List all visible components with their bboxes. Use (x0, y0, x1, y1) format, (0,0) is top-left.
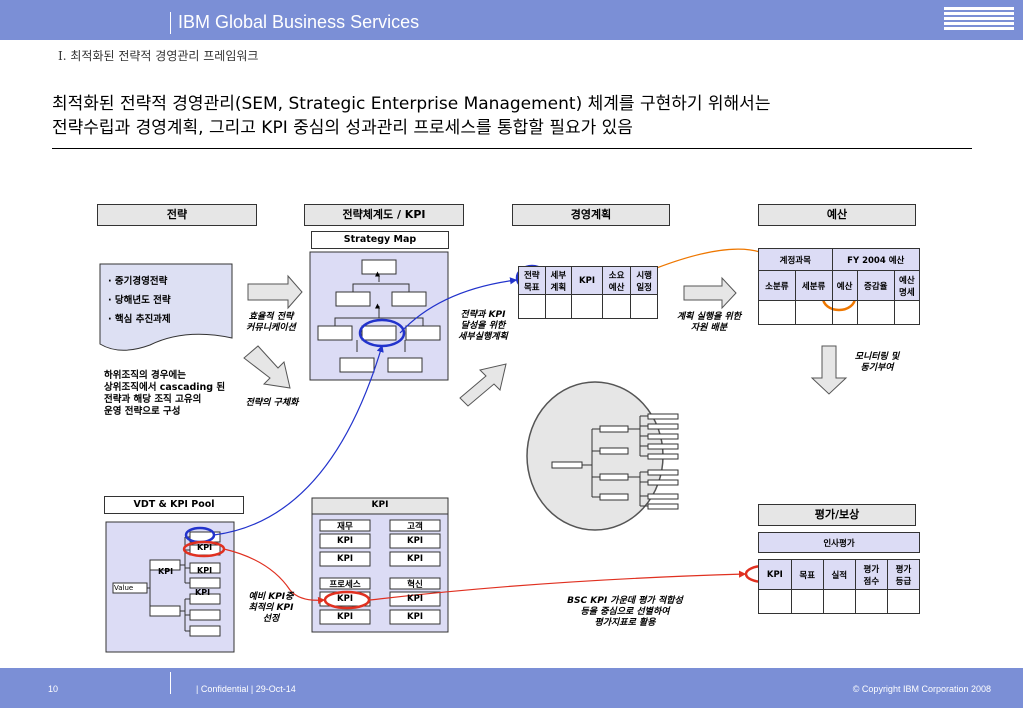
cascade-note: 하위조직의 경우에는 상위조직에서 cascading 된 전략과 해당 조직 … (104, 370, 225, 418)
eval-col: KPI (758, 559, 792, 590)
cascade-note-line: 하위조직의 경우에는 (104, 370, 186, 381)
plan-link-label: 전략과 KPI 달성을 위한 세부실행계획 (450, 310, 516, 343)
budget-table: 계정과목 FY 2004 예산 소분류 세분류 예산 증감율 예산 명세 (758, 248, 921, 325)
label-line: 세부실행계획 (458, 332, 508, 342)
headline-line-1: 최적화된 전략적 경영관리(SEM, Strategic Enterprise … (52, 94, 771, 114)
kpi-section-finance: 재무 (337, 522, 353, 532)
eval-title: 인사평가 (758, 532, 920, 553)
comm-label: 효율적 전략 커뮤니케이션 (236, 312, 306, 334)
label-line: 등을 중심으로 선별하여 (580, 607, 670, 617)
resource-label: 계획 실행을 위한 자원 배분 (664, 312, 754, 334)
footer-bar: 10 | Confidential | 29-Oct-14 © Copyrigh… (0, 668, 1023, 708)
plan-col: 시행 일정 (630, 266, 658, 295)
label-line: 전략과 KPI (460, 310, 506, 320)
eval-table: 인사평가 KPI 목표 실적 평가 점수 평가 등급 (758, 532, 921, 614)
eval-col: 실적 (822, 559, 856, 590)
header-title: IBM Global Business Services (178, 12, 420, 32)
strategy-header: 전략 (97, 204, 257, 226)
copyright: © Copyright IBM Corporation 2008 (852, 684, 991, 694)
kpi-cell: KPI (407, 536, 423, 546)
page-number: 10 (48, 684, 59, 694)
top-bar: IBM Global Business Services (0, 0, 1023, 40)
cascade-note-line: 운영 전략으로 구성 (104, 406, 181, 417)
kpi-section-innovation: 혁신 (407, 580, 423, 590)
label-line: 효율적 전략 (248, 312, 294, 322)
plan-col: 전략 목표 (518, 266, 546, 295)
label-line: 평가지표로 활용 (594, 618, 656, 628)
kpi-section-customer: 고객 (407, 522, 423, 532)
budget-col: 예산 (831, 270, 858, 301)
concrete-label: 전략의 구체화 (245, 398, 299, 408)
kpi-cell: KPI (337, 536, 353, 546)
plan-col: 세부 계획 (544, 266, 573, 295)
vdt-kpi: KPI (158, 567, 174, 576)
vdt-kpi: KPI (197, 566, 213, 575)
strategy-doc-item-1: · 중기경영전략 (108, 276, 168, 287)
cascade-note-line: 상위조직에서 cascading 된 (104, 382, 226, 393)
footer-separator (170, 672, 171, 694)
kpi-cell: KPI (407, 594, 423, 604)
budget-header: 예산 (758, 204, 916, 226)
process-arrows (243, 274, 848, 407)
plan-col: 소요 예산 (601, 266, 632, 295)
eval-col: 평가 점수 (854, 559, 888, 590)
label-line: 최적의 KPI (248, 603, 294, 613)
kpi-cell: KPI (337, 554, 353, 564)
plan-table: 전략 목표 세부 계획 KPI 소요 예산 시행 일정 (518, 266, 658, 319)
monitor-label: 모니터링 및 동기부여 (842, 352, 912, 374)
eval-header: 평가/보상 (758, 504, 916, 526)
confidential-label: | Confidential | 29-Oct-14 (196, 684, 296, 694)
kpi-cell: KPI (337, 612, 353, 622)
budget-col: 증감율 (856, 270, 895, 301)
strategy-map-connectors (334, 271, 424, 352)
budget-col: 예산 명세 (893, 270, 921, 301)
kpi-cell: KPI (337, 594, 353, 604)
kpi-cell: KPI (407, 612, 423, 622)
vdt-value-label: Value (114, 584, 134, 592)
ibm-logo (944, 7, 1014, 33)
strategy-map-title: Strategy Map (311, 231, 449, 249)
page-headline: 최적화된 전략적 경영관리(SEM, Strategic Enterprise … (52, 92, 770, 140)
vdt-kpi: KPI (197, 543, 213, 552)
strategy-doc-item-3: · 핵심 추진과제 (108, 314, 171, 325)
budget-fy: FY 2004 예산 (831, 248, 921, 271)
label-line: 자원 배분 (690, 323, 728, 333)
label-line: BSC KPI 가운데 평가 적합성 (567, 596, 683, 606)
budget-col: 소분류 (758, 270, 796, 301)
strategy-doc-item-2: · 당해년도 전략 (108, 295, 171, 306)
title-separator (170, 12, 171, 34)
label-line: 모니터링 및 (854, 352, 900, 362)
plan-col: KPI (571, 266, 603, 295)
headline-rule (52, 148, 972, 149)
headline-line-2: 전략수립과 경영계획, 그리고 KPI 중심의 성과관리 프로세스를 통합할 필… (52, 118, 633, 138)
vdt-title: VDT & KPI Pool (104, 496, 244, 514)
strategy-document (99, 263, 233, 351)
label-line: 계획 실행을 위한 (676, 312, 742, 322)
cascade-note-line: 전략과 해당 조직 고유의 (104, 394, 202, 405)
label-line: 예비 KPI중 (248, 592, 294, 602)
strategy-map-header: 전략체계도 / KPI (304, 204, 464, 226)
plan-header: 경영계획 (512, 204, 670, 226)
kpi-select-label: 예비 KPI중 최적의 KPI 선정 (240, 592, 302, 625)
eval-col: 목표 (790, 559, 824, 590)
kpi-box-title: KPI (371, 500, 389, 510)
label-line: 선정 (262, 614, 280, 624)
bsc-label: BSC KPI 가운데 평가 적합성 등을 중심으로 선별하여 평가지표로 활용 (540, 596, 710, 629)
eval-col: 평가 등급 (886, 559, 921, 590)
vdt-kpi: KPI (195, 588, 211, 597)
kpi-cell: KPI (407, 554, 423, 564)
breadcrumb: Ⅰ. 최적화된 전략적 경영관리 프레임워크 (58, 49, 259, 63)
budget-col: 세분류 (794, 270, 833, 301)
strategy-map-nodes (317, 259, 441, 373)
budget-account: 계정과목 (758, 248, 833, 271)
label-line: 커뮤니케이션 (246, 323, 296, 333)
kpi-section-process: 프로세스 (329, 580, 361, 590)
label-line: 동기부여 (860, 363, 894, 373)
label-line: 달성을 위한 (460, 321, 506, 331)
kpi-tree-nodes (551, 413, 679, 510)
